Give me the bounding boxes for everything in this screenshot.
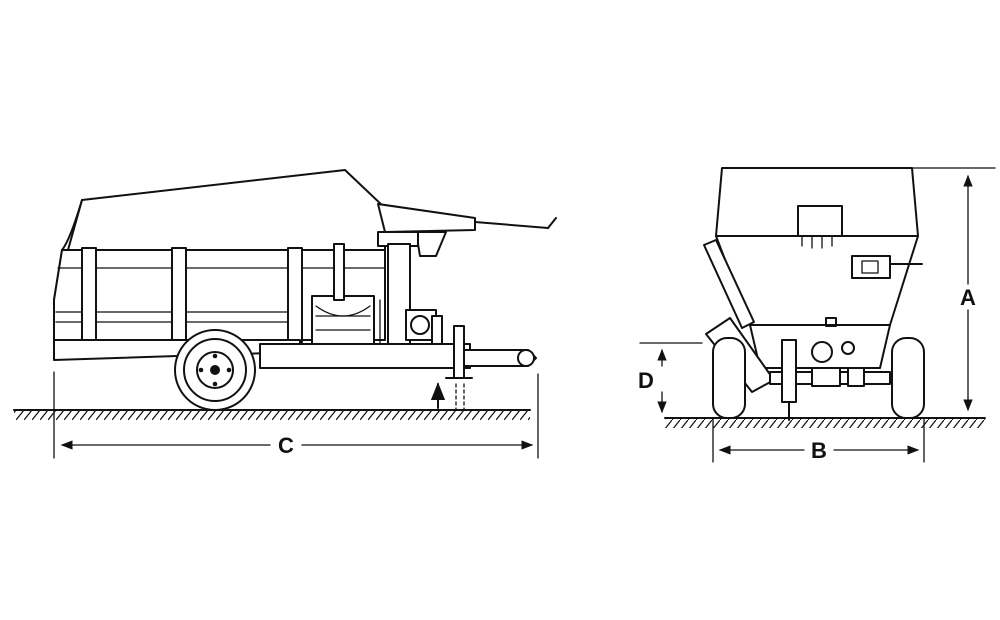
side-jack-stand [430, 325, 473, 411]
side-view: C [13, 169, 557, 459]
side-wheel [174, 329, 256, 411]
dimension-d-label: D [638, 368, 654, 393]
rear-view: A B D [638, 167, 996, 463]
dimension-b-label: B [811, 438, 827, 463]
dimension-d: D [638, 342, 703, 414]
side-ground [13, 409, 531, 420]
dimension-c-label: C [278, 433, 294, 458]
side-discharge-boom [377, 203, 557, 257]
rear-ground [664, 417, 986, 428]
dimension-a-label: A [960, 285, 976, 310]
rear-hopper [715, 167, 923, 369]
dimension-c: C [53, 371, 539, 459]
rear-axle [769, 339, 891, 421]
dimension-a: A [911, 167, 996, 412]
rear-wheel-left [712, 337, 746, 419]
rear-wheel-right [891, 337, 925, 419]
dimension-b: B [712, 417, 925, 463]
